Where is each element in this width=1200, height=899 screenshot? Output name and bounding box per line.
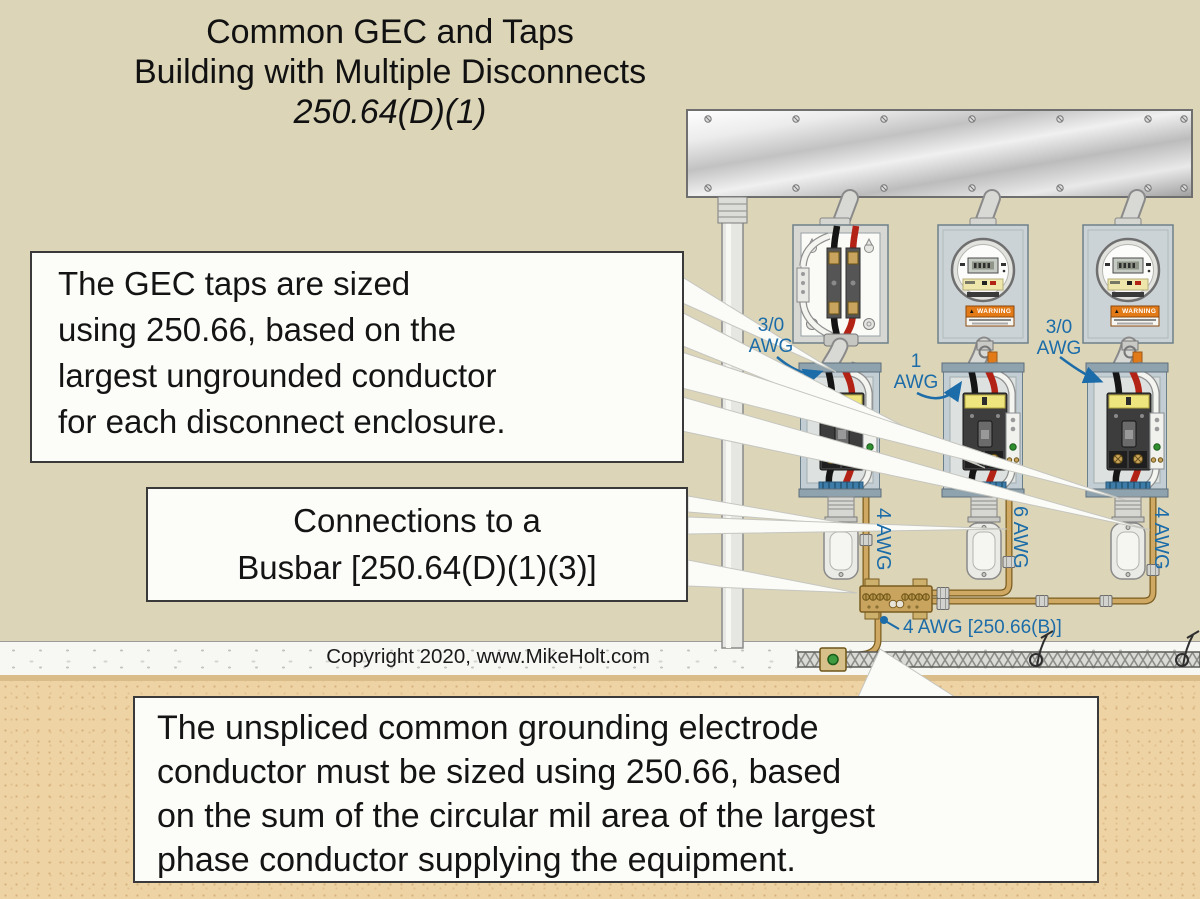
copyright-text: Copyright 2020, www.MikeHolt.com xyxy=(326,645,650,668)
footing-edge xyxy=(0,675,1200,681)
label-arrows xyxy=(776,355,1104,630)
gec-busbar xyxy=(859,578,933,620)
common-gec-size-label: 4 AWG [250.66(B)] xyxy=(903,617,1062,638)
callout-gec-taps: The GEC taps are sized using 250.66, bas… xyxy=(30,251,684,463)
warning-icon: ▲ xyxy=(968,308,976,315)
service-size-label-1: 3/0 AWG xyxy=(748,315,794,357)
service-size-label-3: 3/0 AWG xyxy=(1036,317,1082,359)
auxiliary-gutter xyxy=(686,109,1193,198)
warning-icon: ▲ xyxy=(1113,308,1121,315)
meter-2 xyxy=(938,218,1028,368)
service-size-label-2: 1 AWG xyxy=(893,351,939,393)
meter-socket-open xyxy=(792,217,889,375)
warning-label-meter-3: ▲ WARNING xyxy=(1113,308,1157,315)
tap-size-label-1: 4 AWG xyxy=(872,508,894,571)
rebar-clamp xyxy=(819,647,847,672)
callout-busbar: Connections to a Busbar [250.64(D)(1)(3)… xyxy=(146,487,688,602)
title-line-1: Common GEC and Taps xyxy=(206,13,574,51)
diagram-title: Common GEC and Taps Building with Multip… xyxy=(105,12,675,132)
warning-label-meter-2: ▲ WARNING xyxy=(968,308,1012,315)
callout-common-gec: The unspliced common grounding electrode… xyxy=(133,696,1099,883)
callout-pointers xyxy=(657,261,1151,698)
title-line-2: Building with Multiple Disconnects xyxy=(133,53,647,91)
tap-size-label-2: 6 AWG xyxy=(1009,506,1031,569)
tap-size-label-3: 4 AWG xyxy=(1150,507,1172,570)
title-code-reference: 250.64(D)(1) xyxy=(293,93,487,131)
